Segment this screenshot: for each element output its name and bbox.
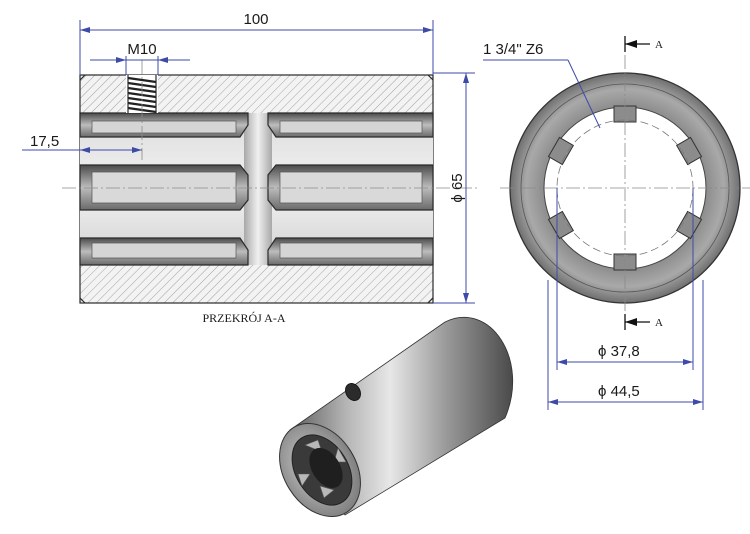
section-marker-top: A — [655, 39, 663, 51]
thread-dimension-label: M10 — [127, 41, 156, 58]
section-dimensions: 100 M10 17,5 ϕ 65 PRZEKRÓJ A-A — [22, 11, 475, 325]
spline-tooth — [547, 136, 575, 166]
section-caption: PRZEKRÓJ A-A — [202, 311, 285, 325]
spline-tooth — [547, 210, 575, 240]
render-threaded-hole — [345, 383, 361, 401]
middle-groove — [244, 113, 272, 265]
diameter-dimension-label: ϕ 65 — [449, 173, 466, 202]
end-view — [500, 55, 750, 320]
length-dimension-label: 100 — [243, 11, 268, 28]
spline-tooth — [675, 210, 703, 240]
inner-diameter-label: ϕ 37,8 — [598, 343, 640, 360]
spline-tooth — [675, 136, 703, 166]
offset-dimension-label: 17,5 — [30, 133, 59, 150]
spline-spec-label: 1 3/4" Z6 — [483, 41, 543, 58]
outer-spline-diameter-label: ϕ 44,5 — [598, 383, 640, 400]
section-view — [62, 60, 478, 304]
section-marker-bottom: A — [655, 317, 663, 329]
coupling-3d-render — [279, 316, 514, 517]
spline-tooth — [613, 105, 637, 123]
spline-grooves-right — [267, 112, 434, 266]
spline-grooves-left — [79, 112, 249, 266]
end-view-annotations: 1 3/4" Z6 A A ϕ 37,8 ϕ 44,5 — [483, 36, 704, 410]
